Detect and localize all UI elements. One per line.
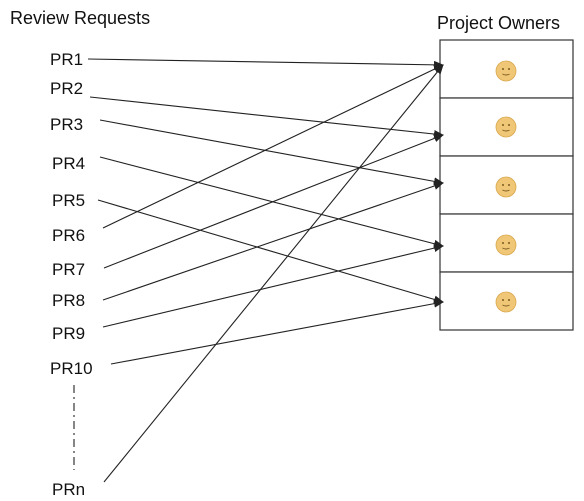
smiley-face-icon xyxy=(495,116,517,138)
pr-label-prn: PRn xyxy=(52,480,85,499)
arrow-pr10 xyxy=(110,299,444,365)
pr-label-pr1: PR1 xyxy=(50,50,83,69)
arrow-pr8 xyxy=(102,182,444,301)
pr-label-pr6: PR6 xyxy=(52,226,85,245)
arrow-pr9 xyxy=(102,244,444,328)
pr-label-pr5: PR5 xyxy=(52,191,85,210)
pr-label-pr4: PR4 xyxy=(52,154,85,173)
arrow-pr5 xyxy=(97,199,444,304)
arrow-prn xyxy=(103,64,444,483)
smiley-face-icon xyxy=(495,176,517,198)
project-owners-heading: Project Owners xyxy=(437,13,560,33)
arrow-pr3 xyxy=(99,119,444,186)
pr-label-pr8: PR8 xyxy=(52,291,85,310)
arrow-pr6 xyxy=(102,64,444,229)
smiley-face-icon xyxy=(495,234,517,256)
pr-label-pr3: PR3 xyxy=(50,115,83,134)
arrow-pr1 xyxy=(87,58,444,69)
pr-label-pr2: PR2 xyxy=(50,79,83,98)
smiley-face-icon xyxy=(495,60,517,82)
assignment-arrows xyxy=(87,58,444,483)
arrow-pr2 xyxy=(89,96,444,139)
smiley-face-icon xyxy=(495,291,517,313)
pr-label-pr10: PR10 xyxy=(50,359,93,378)
project-owners-column xyxy=(439,39,574,331)
pr-label-pr7: PR7 xyxy=(52,260,85,279)
arrow-pr4 xyxy=(99,156,444,248)
arrow-pr7 xyxy=(103,134,444,269)
pr-label-pr9: PR9 xyxy=(52,324,85,343)
review-requests-heading: Review Requests xyxy=(10,8,150,28)
